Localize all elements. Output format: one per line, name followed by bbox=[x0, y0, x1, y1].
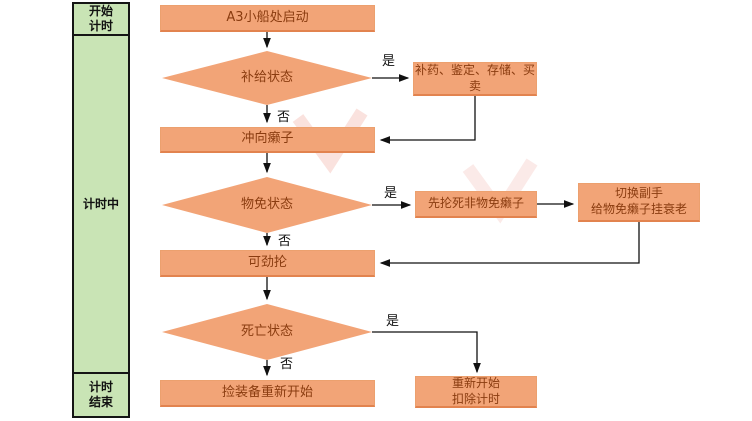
phase-sidebar: 开始 计时 计时中 计时 结束 bbox=[72, 2, 130, 418]
process-rush-boss: 冲向癞子 bbox=[160, 127, 375, 153]
decision-death-status: 死亡状态 bbox=[162, 304, 372, 360]
edge-switch-to-attack bbox=[379, 222, 640, 267]
label-death-no: 否 bbox=[280, 357, 294, 372]
label-death-yes: 是 bbox=[386, 314, 400, 329]
process-attack-freely: 可劲抡 bbox=[160, 250, 375, 277]
edge-supply-actions-to-rush bbox=[379, 96, 476, 144]
phase-start-label: 开始 计时 bbox=[74, 4, 128, 36]
process-pickup-restart: 捡装备重新开始 bbox=[160, 380, 375, 407]
phase-end-label: 计时 结束 bbox=[74, 372, 128, 416]
label-immunity-yes: 是 bbox=[384, 186, 398, 201]
decision-supply-status: 补给状态 bbox=[162, 51, 372, 105]
process-switch-offhand: 切换副手 给物免癞子挂衰老 bbox=[578, 183, 700, 222]
process-restart-deduct: 重新开始 扣除计时 bbox=[415, 376, 537, 408]
decision-physical-immunity: 物免状态 bbox=[162, 177, 372, 233]
phase-during-label: 计时中 bbox=[82, 196, 119, 211]
label-supply-no: 否 bbox=[277, 110, 291, 125]
process-supply-actions: 补药、鉴定、存储、买卖 bbox=[413, 62, 537, 96]
process-kill-non-immune: 先抡死非物免癞子 bbox=[415, 191, 537, 218]
label-supply-yes: 是 bbox=[382, 54, 396, 69]
edge-death-yes bbox=[372, 331, 481, 374]
label-immunity-no: 否 bbox=[278, 234, 292, 249]
process-a3-start: A3小船处启动 bbox=[160, 5, 375, 32]
